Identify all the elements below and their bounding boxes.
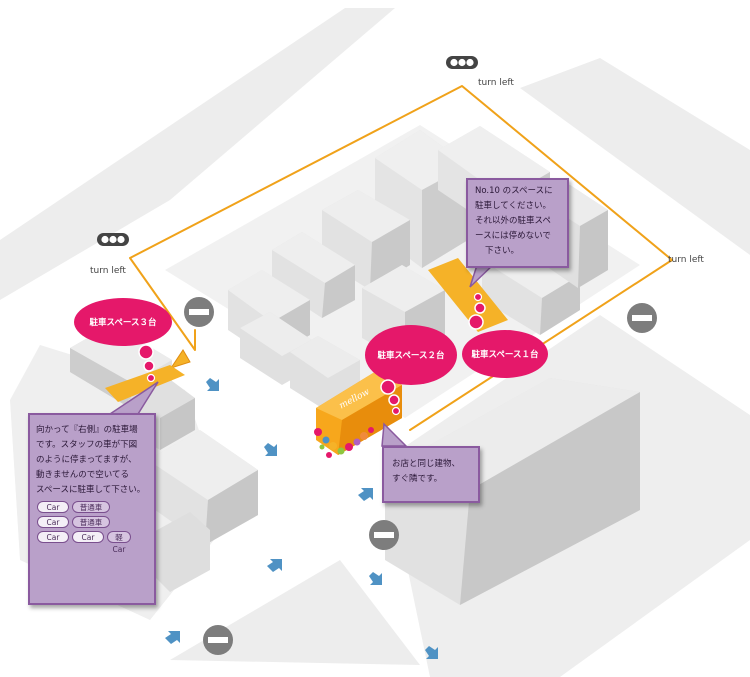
callout-same-building: お店と同じ建物、 すぐ隣です。 xyxy=(382,446,480,503)
traffic-light-icon xyxy=(446,56,478,69)
parking-space-left xyxy=(105,365,185,402)
staff-car-row: Car 普通車 xyxy=(37,516,137,528)
callout-no10-line: 駐車してください。 xyxy=(475,201,551,211)
callout-no10-line: 下さい。 xyxy=(485,246,520,256)
callout-no10-line: No.10 のスペースに xyxy=(475,186,553,196)
car-slot: Car xyxy=(37,516,69,528)
no-entry-sign-icon xyxy=(627,303,657,333)
car-slot: Car xyxy=(37,531,69,543)
car-slot: 普通車 xyxy=(72,516,110,528)
building-h xyxy=(290,336,360,410)
one-way-arrow-icon xyxy=(425,646,438,659)
one-way-arrow-icon xyxy=(358,488,373,501)
turn-left-label-top: turn left xyxy=(478,78,514,88)
flower-icon xyxy=(314,427,374,458)
staff-car-row: Car 普通車 xyxy=(37,501,137,513)
one-way-arrow-icon xyxy=(264,443,277,456)
parking-bubble-1-label: 駐車スペース１台 xyxy=(472,349,539,360)
shop-building: mellow xyxy=(316,370,402,455)
callout-right-side-line: スペースに駐車して下さい。 xyxy=(36,485,146,495)
traffic-light-icon xyxy=(97,233,129,246)
turn-left-label-right: turn left xyxy=(668,255,704,265)
block-top-left xyxy=(0,8,395,300)
callout-right-side-line: のように停まってますが、 xyxy=(36,455,137,465)
parking-bubble-2-label: 駐車スペース２台 xyxy=(378,350,445,361)
parking-bubble-1: 駐車スペース１台 xyxy=(462,292,548,378)
building-left-3 xyxy=(148,430,258,545)
car-slot: 普通車 xyxy=(72,501,110,513)
callout-no10: No.10 のスペースに 駐車してください。 それ以外の駐車スペ ースには停めな… xyxy=(466,178,569,268)
callout-pointer-building xyxy=(381,422,408,447)
car-slot: Car xyxy=(72,531,104,543)
no-entry-sign-icon xyxy=(203,625,233,655)
one-way-arrow-icon xyxy=(206,378,219,391)
callout-right-side-line: 動きませんので空いてる xyxy=(36,470,129,480)
one-way-arrow-icon xyxy=(369,572,382,585)
car-slot: Car xyxy=(37,501,69,513)
callout-right-side-line: 向かって『右側』の駐車場 xyxy=(36,425,138,435)
callout-no10-line: それ以外の駐車スペ xyxy=(475,216,551,226)
building-left-4 xyxy=(148,512,210,592)
car-slot: 軽Car xyxy=(107,531,131,554)
parking-bubble-3-label: 駐車スペース３台 xyxy=(90,317,157,328)
staff-car-diagram: Car 普通車 Car 普通車 Car Car 軽Car xyxy=(37,501,137,554)
staff-car-row: Car Car 軽Car xyxy=(37,531,137,554)
callout-same-building-line: すぐ隣です。 xyxy=(392,474,443,484)
callout-no10-line: ースには停めないで xyxy=(475,231,551,241)
one-way-arrow-icon xyxy=(165,631,180,644)
block-top-right xyxy=(520,58,750,255)
parking-bubble-2: 駐車スペース２台 xyxy=(365,325,457,416)
no-entry-sign-icon xyxy=(184,297,214,327)
one-way-arrow-icon xyxy=(267,559,282,572)
building-large xyxy=(385,378,640,605)
driving-route xyxy=(129,85,673,431)
no-entry-sign-icon xyxy=(369,520,399,550)
callout-right-side-line: です。スタッフの車が下図 xyxy=(36,440,138,450)
parking-space-right xyxy=(428,258,508,332)
callout-right-side: 向かって『右側』の駐車場 です。スタッフの車が下図 のように停まってますが、 動… xyxy=(28,413,156,605)
turn-left-label-left: turn left xyxy=(90,266,126,276)
route-arrowhead xyxy=(169,349,191,369)
callout-same-building-line: お店と同じ建物、 xyxy=(392,459,461,469)
parking-bubble-3: 駐車スペース３台 xyxy=(74,298,172,383)
